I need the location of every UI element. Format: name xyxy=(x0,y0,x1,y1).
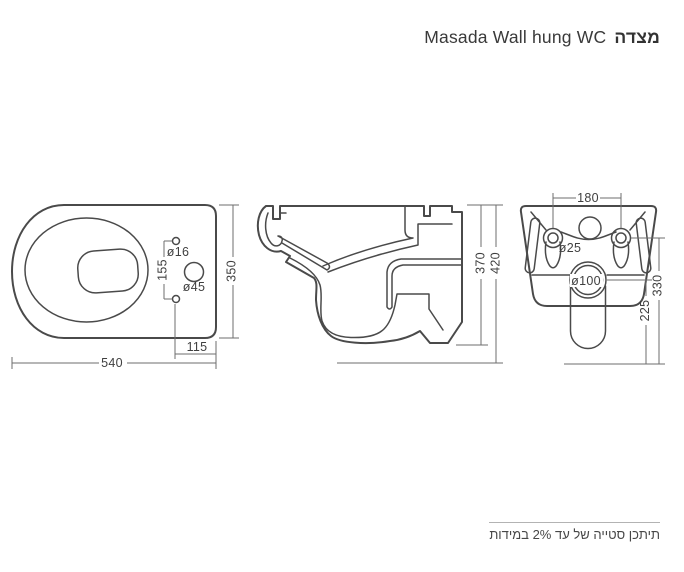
rim-channel xyxy=(264,212,331,271)
dim-line-350 xyxy=(219,204,239,339)
dim-line-330 xyxy=(631,237,665,364)
dim-line-225 xyxy=(607,279,652,364)
dim-line-155 xyxy=(163,240,172,300)
dim-line-115 xyxy=(174,304,217,369)
fixing-hole-right-boss xyxy=(610,227,632,249)
dim-350: 350 xyxy=(224,260,238,282)
product-name-he: מצדה xyxy=(614,27,660,47)
seat-hole-top xyxy=(171,236,181,246)
dim-330: 330 xyxy=(650,275,664,297)
dim-line-420 xyxy=(337,205,503,364)
fixing-hole-left-boss xyxy=(542,227,564,249)
seat-hole-bottom xyxy=(171,294,181,304)
side-slot-left xyxy=(524,217,541,274)
dia-16: ø16 xyxy=(167,245,189,259)
flush-duct xyxy=(322,205,453,273)
boss-tail-right xyxy=(612,241,630,269)
dim-line-370 xyxy=(456,204,503,346)
dia-25: ø25 xyxy=(559,241,581,255)
fixing-hole-left xyxy=(547,232,559,244)
dim-370: 370 xyxy=(473,252,487,274)
trap-weir xyxy=(386,258,463,310)
dia-45: ø45 xyxy=(183,280,205,294)
outlet-pipe xyxy=(569,285,607,350)
bowl-outline xyxy=(11,204,217,339)
rim-ellipse xyxy=(24,217,149,323)
section-outline xyxy=(256,205,463,345)
dim-line-540 xyxy=(11,357,216,369)
back-view: ø100 180 ø25 330 225 xyxy=(519,191,665,365)
dim-line-180 xyxy=(552,193,622,228)
dim-155: 155 xyxy=(155,259,169,281)
back-outline xyxy=(519,205,658,307)
tolerance-note: תיתכן סטייה של עד 2% במידות xyxy=(489,522,660,542)
outlet-label-mask xyxy=(570,274,603,287)
product-name-en: Masada Wall hung WC xyxy=(424,27,607,47)
page-title: Masada Wall hung WC מצדה xyxy=(424,27,660,48)
side-slot-right xyxy=(635,217,652,274)
dim-540: 540 xyxy=(101,356,123,370)
dia-100: ø100 xyxy=(571,274,601,288)
bowl-inner-surface xyxy=(289,257,444,339)
dim-420: 420 xyxy=(488,252,502,274)
water-surface-outline xyxy=(77,248,139,294)
fixing-hole-right xyxy=(615,232,627,244)
side-hole xyxy=(183,261,205,283)
dim-180: 180 xyxy=(577,191,599,205)
inlet-hole xyxy=(578,216,602,240)
boss-tail-left xyxy=(544,241,562,269)
dim-225: 225 xyxy=(638,300,652,322)
side-section-view: 370 420 xyxy=(256,204,503,364)
dim-115: 115 xyxy=(187,340,208,354)
top-view: 155 ø16 ø45 115 540 350 xyxy=(11,204,239,370)
